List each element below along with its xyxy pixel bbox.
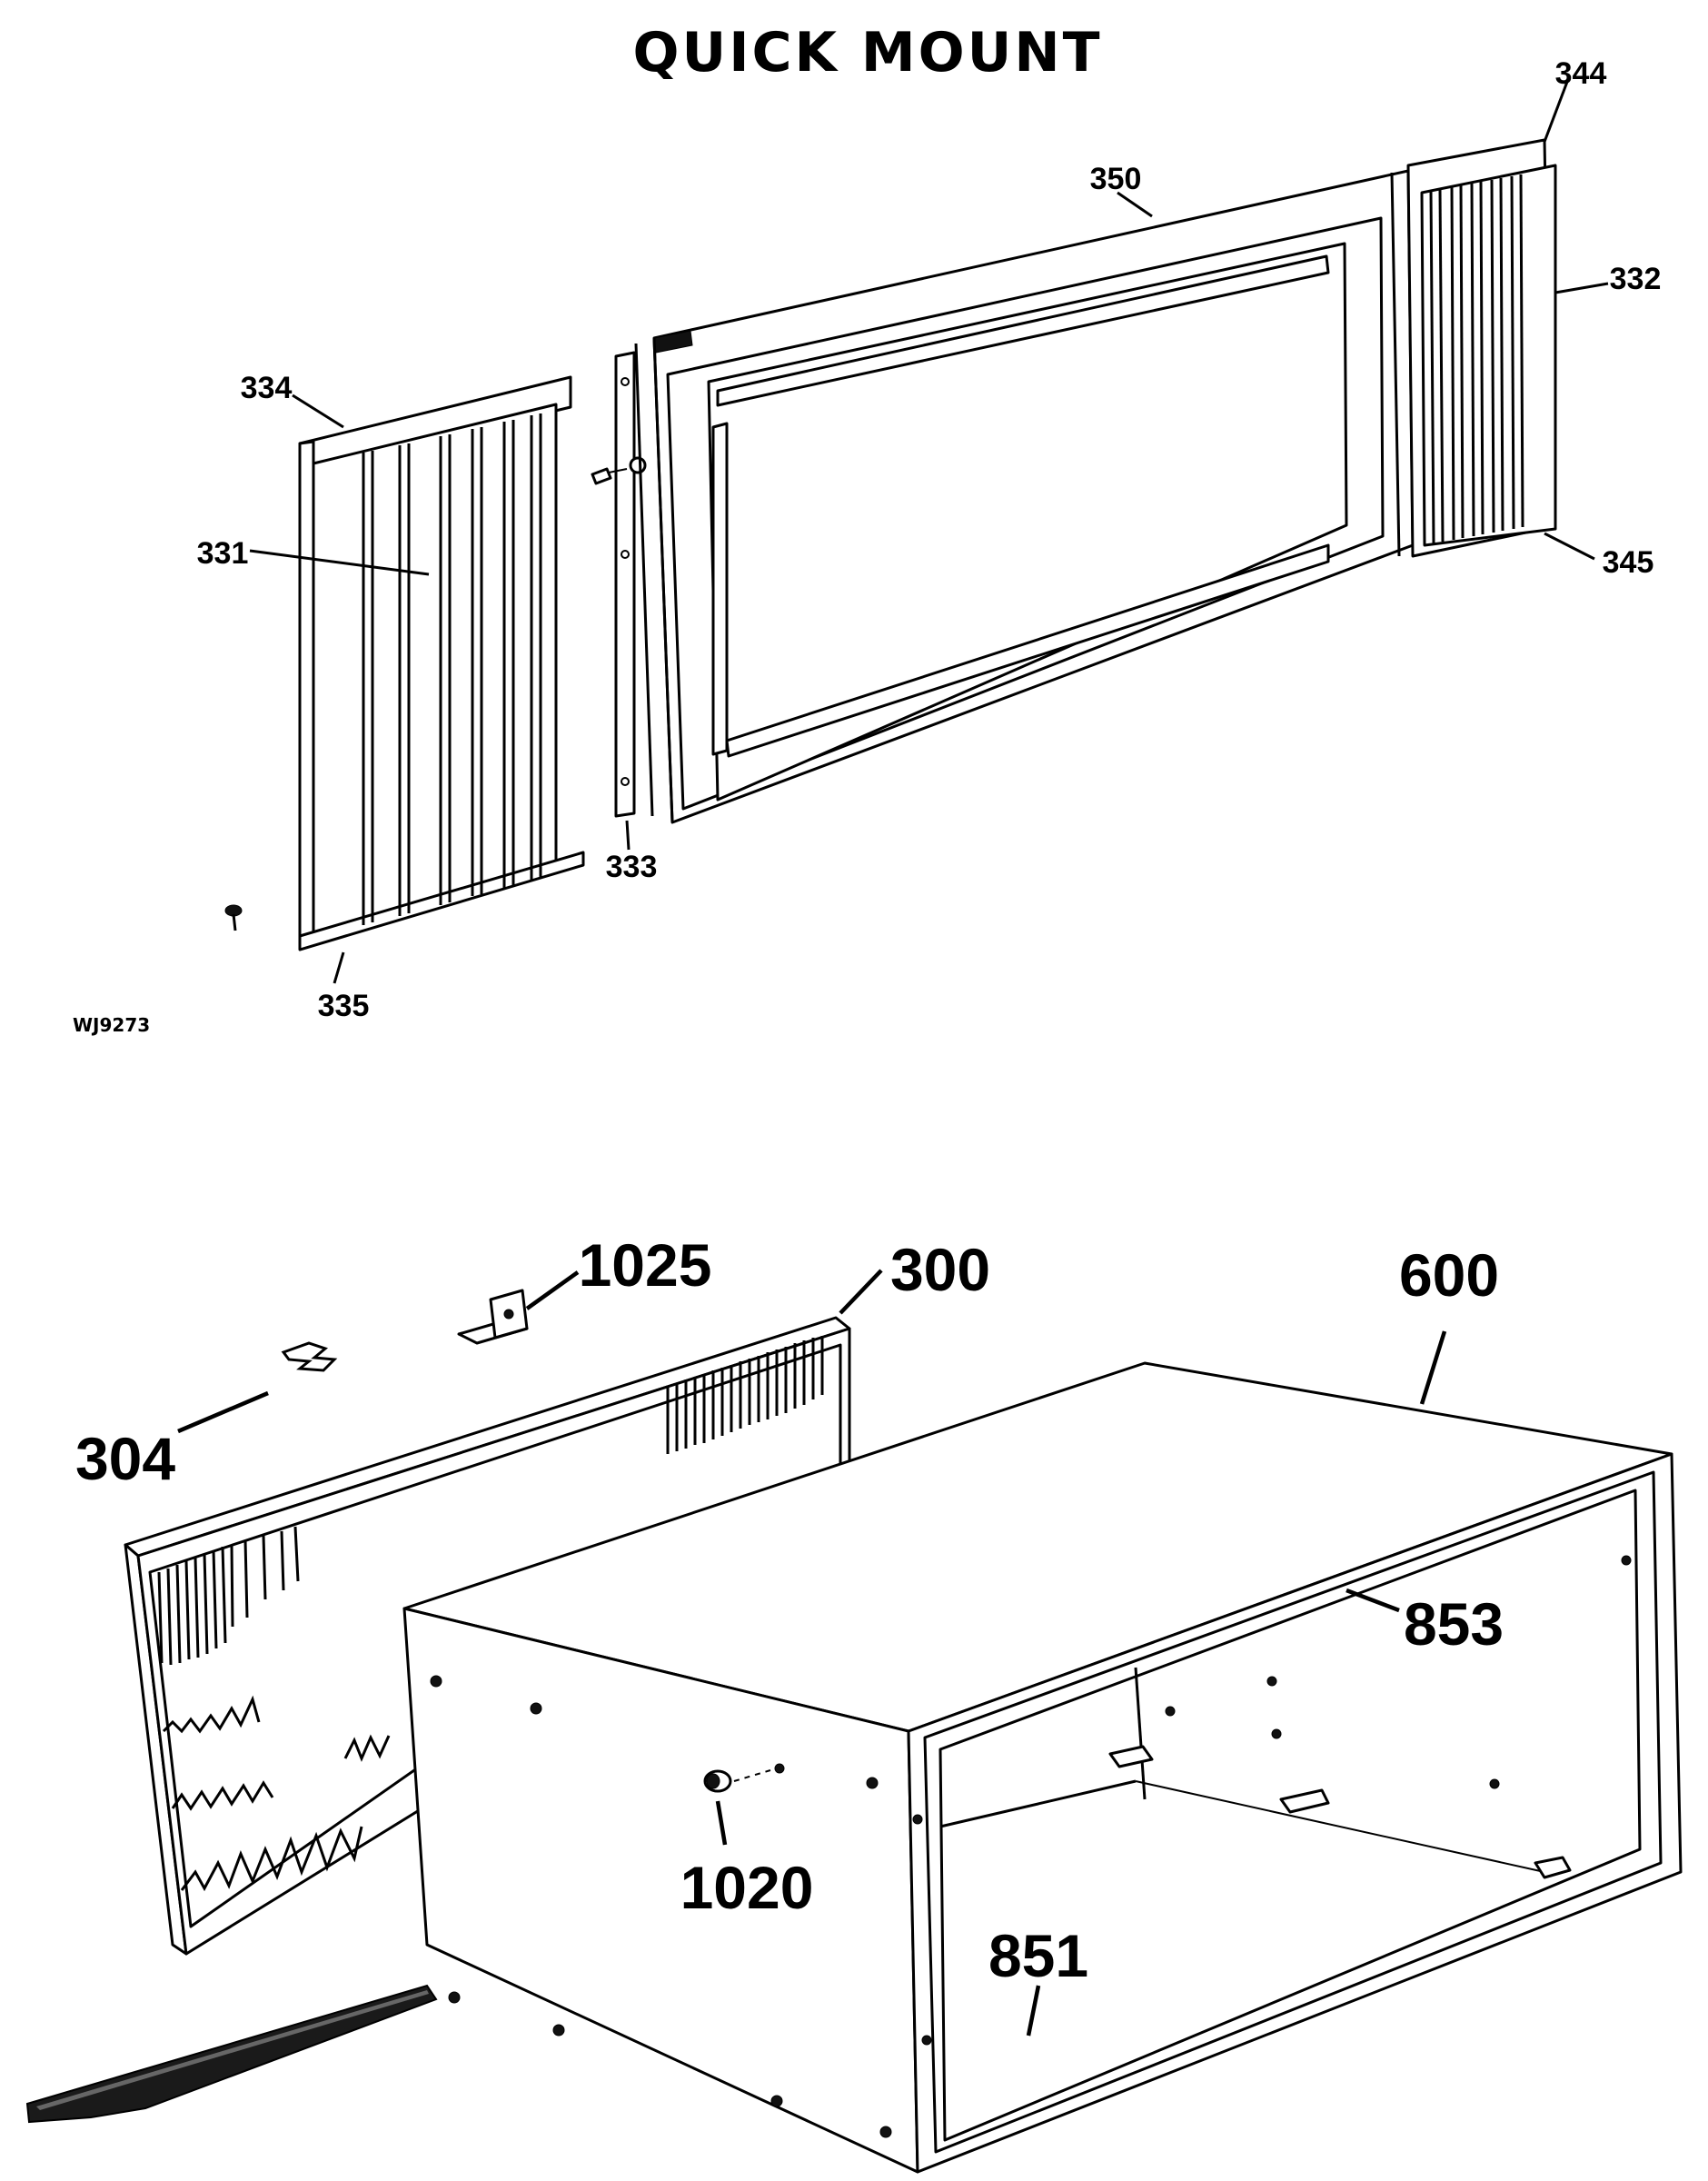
leader-1025	[525, 1270, 580, 1310]
callout-853: 853	[1404, 1590, 1504, 1658]
leader-332	[1554, 282, 1609, 294]
louver-block-left	[157, 1526, 300, 1666]
leader-350	[1117, 191, 1153, 218]
callout-331: 331	[197, 536, 249, 571]
callout-333: 333	[606, 850, 658, 884]
leader-333	[625, 820, 631, 851]
extension-panel	[1406, 138, 1557, 558]
plug-part	[703, 1763, 785, 1793]
callout-332: 332	[1610, 262, 1662, 296]
drawing-code: WJ9273	[73, 1014, 150, 1036]
bracket-part	[457, 1289, 529, 1345]
callout-344: 344	[1555, 56, 1607, 91]
leader-335	[333, 951, 345, 984]
callout-851: 851	[988, 1922, 1088, 1989]
callout-600: 600	[1399, 1241, 1499, 1309]
leader-344	[1543, 81, 1569, 143]
leader-853	[1346, 1588, 1400, 1613]
louver-block-right	[666, 1336, 824, 1454]
callout-300: 300	[890, 1236, 990, 1303]
clip-part	[281, 1341, 338, 1372]
leader-331	[249, 549, 430, 576]
callout-345: 345	[1603, 545, 1654, 580]
mounting-rail	[591, 351, 677, 818]
leader-300	[839, 1269, 883, 1315]
callout-1020: 1020	[680, 1854, 814, 1921]
callout-304: 304	[75, 1425, 175, 1492]
cabinet	[402, 1361, 1683, 2174]
callout-334: 334	[241, 371, 293, 405]
screw	[224, 904, 243, 931]
leader-334	[292, 393, 344, 429]
callout-1025: 1025	[579, 1231, 712, 1299]
leader-851	[1026, 1985, 1041, 2037]
callout-335: 335	[318, 989, 370, 1023]
window-frame	[634, 169, 1415, 824]
side-curtain-panel	[298, 375, 585, 951]
leader-345	[1544, 532, 1595, 561]
leader-1020	[715, 1800, 728, 1846]
callout-350: 350	[1090, 162, 1142, 196]
diagram-title: QUICK MOUNT	[632, 21, 1102, 85]
leader-304	[177, 1390, 269, 1434]
leader-600	[1419, 1330, 1447, 1405]
gasket-strip	[25, 1984, 438, 2124]
